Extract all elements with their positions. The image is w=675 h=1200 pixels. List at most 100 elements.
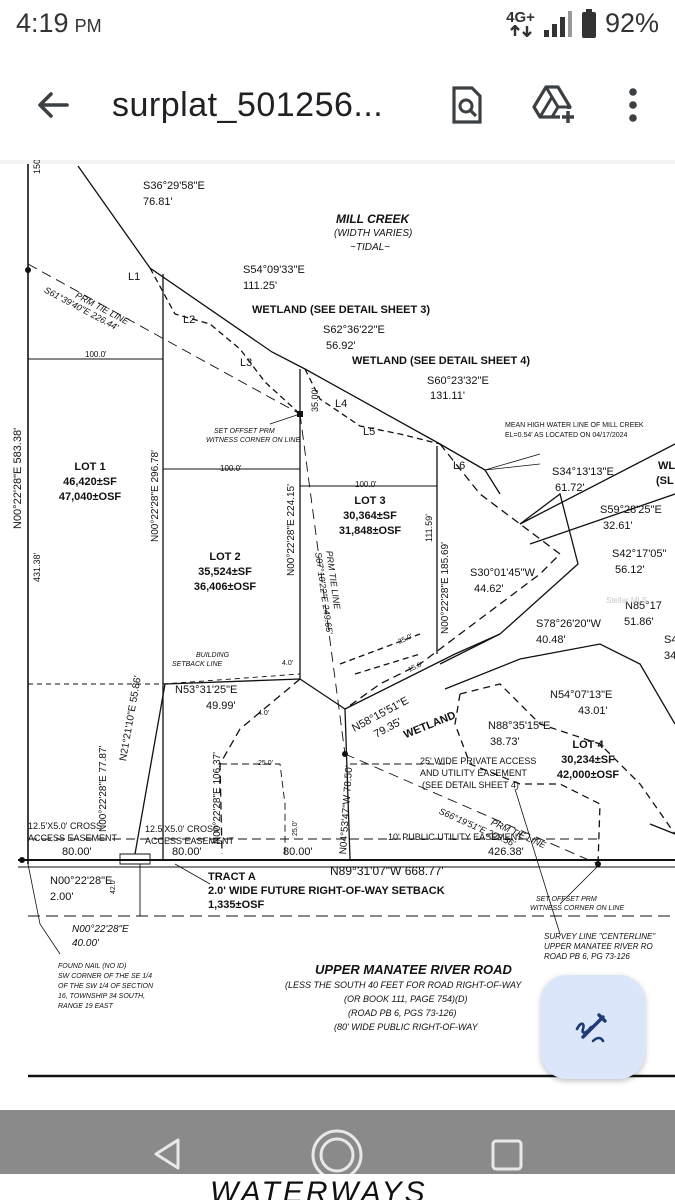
- survey-line-2: UPPER MANATEE RIVER RO: [544, 942, 653, 951]
- peek-text: WATERWAYS: [210, 1176, 428, 1200]
- battery-icon: [581, 8, 596, 38]
- lot-4: LOT 4 30,234±SF 42,000±OSF: [548, 738, 628, 783]
- distance-5: 61.72': [555, 482, 585, 494]
- dim-150: 150.: [32, 160, 42, 174]
- distance-12: 38.73': [490, 736, 520, 748]
- edge-34: 34: [664, 650, 675, 662]
- time-value: 4:19: [16, 8, 69, 38]
- distance-4: 131.11': [430, 390, 465, 402]
- bearing-1: S36°29'58"E: [143, 180, 205, 192]
- line-l4: L4: [335, 398, 348, 410]
- distance-7: 56.12': [615, 564, 645, 576]
- edge-sl: (SL: [656, 475, 674, 487]
- dim-100b: 100.0': [220, 464, 242, 473]
- survey-line-3: ROAD PB 6, PG 73-126: [544, 952, 630, 961]
- lot-4-sf: 30,234±SF: [561, 754, 615, 766]
- dim-15: 15.0': [407, 661, 424, 674]
- v-n04: N04°53'47"W 78.50': [338, 765, 356, 855]
- add-to-drive-icon[interactable]: [528, 80, 580, 130]
- distance-8: 51.86': [624, 616, 654, 628]
- distance-2: 111.25': [243, 280, 278, 292]
- bottom-80c: 80.00': [283, 846, 313, 858]
- annotate-fab-button[interactable]: [541, 975, 645, 1079]
- dim-4b: 4.0': [258, 710, 270, 717]
- lot-3: LOT 3 30,364±SF 31,848±OSF: [330, 494, 410, 539]
- n-2-bearing: N00°22'28"E: [50, 875, 113, 887]
- survey-line-1: SURVEY LINE "CENTERLINE": [544, 932, 656, 941]
- n-2-distance: 2.00': [50, 891, 74, 903]
- n-40-bearing: N00°22'28"E: [72, 924, 129, 935]
- road-line-2: (OR BOOK 111, PAGE 754)(D): [344, 994, 468, 1004]
- wetland-label-3: WETLAND (SEE DETAIL SHEET 3): [252, 304, 431, 316]
- v-111: 111.59': [424, 514, 434, 542]
- back-arrow-icon[interactable]: [30, 82, 76, 128]
- n-40-distance: 40.00': [72, 938, 99, 949]
- lot-4-name: LOT 4: [572, 739, 604, 751]
- offset-prm-1b: WITNESS CORNER ON LINE: [206, 437, 301, 444]
- tract-desc: 2.0' WIDE FUTURE RIGHT-OF-WAY SETBACK: [208, 885, 445, 897]
- document-title: surplat_501256...: [112, 86, 384, 124]
- bearing-12: N88°35'15"E: [488, 720, 551, 732]
- road-line-4: (80' WIDE PUBLIC RIGHT-OF-WAY: [334, 1022, 478, 1032]
- distance-10: 40.48': [536, 634, 566, 646]
- search-document-icon[interactable]: [444, 82, 490, 128]
- dim-25b: 25.0': [258, 760, 273, 767]
- lot-3-name: LOT 3: [354, 495, 386, 507]
- recents-square-icon[interactable]: [490, 1138, 524, 1172]
- distance-3: 56.92': [326, 340, 356, 352]
- building-setback-1: BUILDING: [196, 652, 230, 659]
- time-ampm: PM: [74, 16, 102, 36]
- bottom-80a: 80.00': [62, 846, 92, 858]
- dim-100a: 100.0': [85, 350, 107, 359]
- found-nail-3: OF THE SW 1/4 OF SECTION: [58, 983, 154, 990]
- v-224: N00°22'28"E 224.15': [286, 484, 297, 576]
- wetland-label: WETLAND: [402, 709, 458, 742]
- tract-osf: 1,335±OSF: [208, 899, 265, 911]
- v-n21: N21°21'10"E 55.86': [118, 674, 144, 762]
- lot-2-osf: 36,406±OSF: [193, 581, 257, 593]
- found-nail-4: 16, TOWNSHIP 34 SOUTH,: [58, 993, 146, 1000]
- lot-1-name: LOT 1: [74, 461, 106, 473]
- v-35: 35.00': [310, 387, 320, 412]
- document-viewer[interactable]: MILL CREEK (WIDTH VARIES) ~TIDAL~ S36°29…: [0, 160, 675, 1110]
- creek-width: (WIDTH VARIES): [334, 228, 413, 239]
- plat-drawing: [18, 164, 675, 1078]
- bearing-11: N54°07'13"E: [550, 689, 613, 701]
- plat-labels: MILL CREEK (WIDTH VARIES) ~TIDAL~ S36°29…: [0, 160, 675, 1110]
- lot-1: LOT 1 46,420±SF 47,040±OSF: [55, 460, 125, 505]
- survey-line: SURVEY LINE "CENTERLINE" UPPER MANATEE R…: [544, 932, 655, 962]
- bearing-3: S62°36'22"E: [323, 324, 385, 336]
- private-access-2: AND UTILITY EASEMENT: [420, 768, 527, 778]
- bearing-8: N85°17: [625, 600, 662, 612]
- line-l2: L2: [183, 314, 196, 326]
- lot-3-sf: 30,364±SF: [343, 510, 397, 522]
- private-access-3: (SEE DETAIL SHEET 4): [422, 780, 519, 790]
- mhw-line-2: EL=0.54' AS LOCATED ON 04/17/2024: [505, 432, 628, 439]
- v-296: N00°22'28"E 296.78': [150, 450, 161, 542]
- watermark: Stellar MLS: [606, 596, 648, 605]
- line-l3: L3: [240, 357, 253, 369]
- pen-sign-icon: [575, 1013, 607, 1043]
- building-setback-2: SETBACK LINE: [172, 661, 223, 668]
- offset-prm-2a: SET OFFSET PRM: [536, 896, 597, 903]
- dim-25a: 25.0': [397, 633, 414, 646]
- left-431: 431.38': [32, 552, 42, 582]
- found-nail-1: FOUND NAIL (NO ID): [58, 963, 127, 970]
- bearing-6: S59°28'25"E: [600, 504, 662, 516]
- back-triangle-icon[interactable]: [150, 1136, 186, 1172]
- bottom-bearing: N89°31'07"W 668.77': [330, 864, 444, 878]
- lot-4-osf: 42,000±OSF: [556, 769, 620, 781]
- battery-percent: 92%: [604, 8, 659, 38]
- line-l6: L6: [453, 460, 466, 472]
- bottom-426: 426.38': [488, 846, 524, 858]
- cross-access-1b: ACCESS EASEMENT: [28, 833, 118, 843]
- mhw-line-1: MEAN HIGH WATER LINE OF MILL CREEK: [505, 422, 644, 429]
- line-l5: L5: [363, 426, 376, 438]
- cross-access-2a: 12.5'X5.0' CROSS: [145, 824, 219, 834]
- private-access-1: 25' WIDE PRIVATE ACCESS: [420, 756, 537, 766]
- more-vert-icon[interactable]: [618, 82, 648, 128]
- distance-13: 49.99': [206, 700, 236, 712]
- creek-name: MILL CREEK: [336, 212, 410, 226]
